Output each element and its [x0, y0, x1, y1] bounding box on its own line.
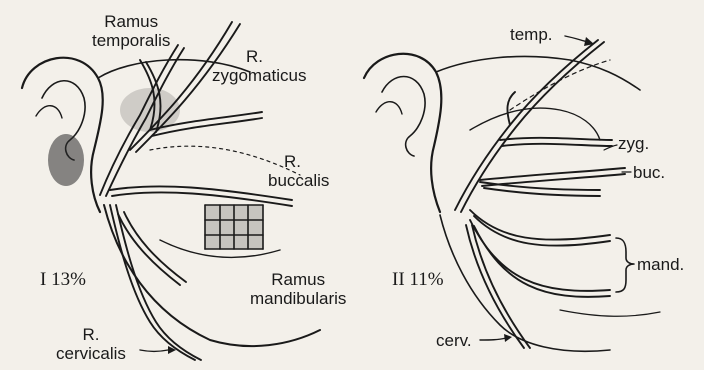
label-r-buccalis-line2: buccalis — [268, 171, 329, 190]
neck-outline-right — [560, 310, 660, 316]
label-mand: mand. — [637, 255, 684, 274]
label-ramus-mandibularis-line2: mandibularis — [250, 289, 346, 308]
label-temp: temp. — [510, 25, 553, 44]
ear-helix-left — [36, 106, 62, 118]
cervicalis-arrow — [140, 350, 168, 352]
label-ramus-mandibularis-line1: Ramus — [250, 270, 346, 289]
case-caption-ii: II 11% — [392, 270, 444, 289]
label-ramus-temporalis: Ramus temporalis — [92, 12, 170, 50]
label-r-zygomaticus-line1: R. — [212, 47, 306, 66]
cheek-outline-right — [470, 108, 600, 140]
label-r-cervicalis: R. cervicalis — [56, 325, 126, 363]
label-ramus-mandibularis: Ramus mandibularis — [250, 270, 346, 308]
label-r-cervicalis-line2: cervicalis — [56, 344, 126, 363]
label-r-zygomaticus-line2: zygomaticus — [212, 66, 306, 85]
ear-canal-shade — [48, 134, 84, 186]
label-ramus-temporalis-line1: Ramus — [92, 12, 170, 31]
label-r-buccalis-line1: R. — [268, 152, 329, 171]
ear-outline-right — [364, 54, 441, 212]
figure-ii-drawing — [364, 36, 660, 351]
label-cerv: cerv. — [436, 331, 472, 350]
cerv-arrow — [480, 338, 506, 340]
label-r-cervicalis-line1: R. — [56, 325, 126, 344]
temple-dashed-right — [510, 60, 610, 110]
case-caption-i: I 13% — [40, 270, 86, 289]
label-r-buccalis: R. buccalis — [268, 152, 329, 190]
label-buc: buc. — [633, 163, 665, 182]
cerv-arrowhead — [504, 334, 512, 342]
label-r-zygomaticus: R. zygomaticus — [212, 47, 306, 85]
mand-bracket — [616, 238, 634, 292]
label-ramus-temporalis-line2: temporalis — [92, 31, 170, 50]
ear-inner-right — [382, 77, 425, 157]
label-zyg: zyg. — [618, 134, 649, 153]
ear-helix-right — [376, 102, 402, 114]
temp-arrow — [565, 36, 588, 42]
head-outline-right — [436, 56, 640, 90]
teeth-left — [205, 205, 263, 249]
